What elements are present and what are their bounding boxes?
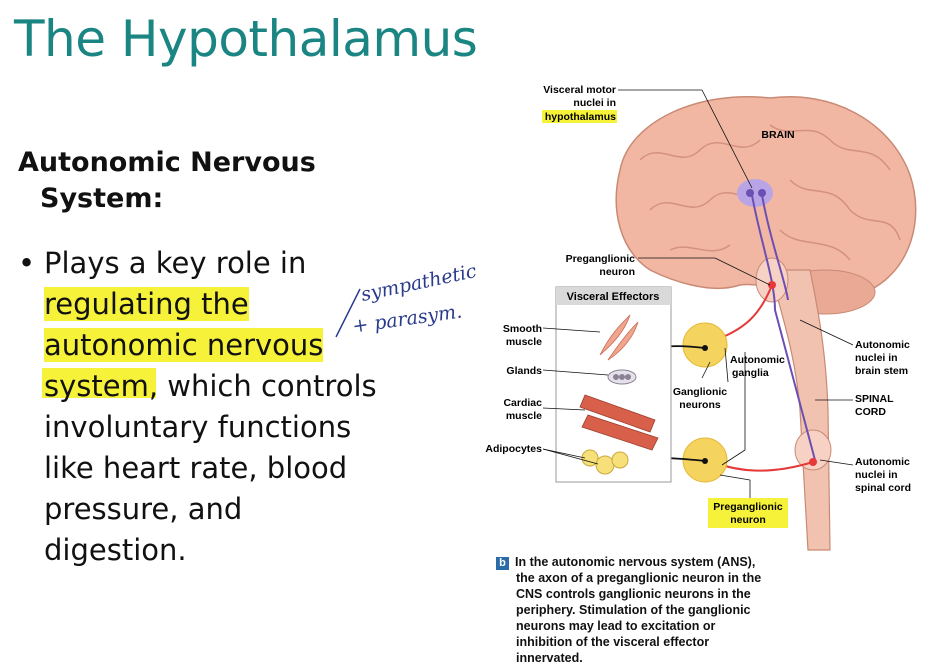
caption-line: CNS controls ganglionic neurons in the [516, 587, 751, 601]
label-autonomic-ganglia-2: ganglia [732, 367, 769, 379]
bullet-line: regulating the [44, 287, 249, 321]
bullet-point: • Plays a key role in regulating the aut… [18, 243, 438, 571]
caption-line: periphery. Stimulation of the ganglionic [516, 603, 751, 617]
label-smooth-1: Smooth [503, 323, 542, 335]
label-ganglionic-1: Ganglionic [673, 386, 727, 398]
section-heading: Autonomic Nervous System: [18, 145, 378, 217]
ans-diagram: Visceral Effectors Visceral motor nuclei… [485, 84, 917, 551]
heading-line-2: System: [40, 183, 164, 214]
slide-title: The Hypothalamus [14, 10, 478, 68]
bullet-line: system, which controls [44, 369, 377, 403]
caption-line: innervated. [516, 651, 583, 665]
label-spinal-nuclei-3: spinal cord [855, 482, 911, 494]
label-glands: Glands [506, 365, 542, 377]
label-visceral-motor-1: Visceral motor [543, 84, 616, 96]
label-ganglionic-2: neurons [679, 399, 721, 411]
label-preganglionic-bottom-2: neuron [730, 514, 766, 526]
bullet-icon: • [18, 246, 36, 280]
label-spinal-nuclei-1: Autonomic [855, 456, 910, 468]
label-smooth-2: muscle [506, 336, 542, 348]
caption-line: neurons may lead to excitation or [516, 619, 716, 633]
label-preganglionic-bottom-1: Preganglionic [713, 501, 783, 513]
caption-line: the axon of a preganglionic neuron in th… [516, 571, 762, 585]
label-cardiac-1: Cardiac [503, 397, 542, 409]
label-brainstem-3: brain stem [855, 365, 908, 377]
spinal-cord-illustration [769, 269, 831, 551]
label-spinal-nuclei-2: nuclei in [855, 469, 898, 481]
label-cardiac-2: muscle [506, 410, 542, 422]
label-visceral-motor-3: hypothalamus [545, 111, 616, 123]
visceral-effectors-label: Visceral Effectors [567, 291, 660, 303]
bullet-line: involuntary functions [44, 410, 352, 444]
label-preganglionic-top-2: neuron [599, 266, 635, 278]
caption-line: inhibition of the visceral effector [516, 635, 710, 649]
annotation-slash-icon [335, 288, 361, 338]
caption-badge: b [496, 557, 509, 570]
label-autonomic-ganglia-1: Autonomic [730, 354, 785, 366]
label-preganglionic-top-1: Preganglionic [566, 253, 636, 265]
label-spinal-2: CORD [855, 406, 886, 418]
heading-line-1: Autonomic Nervous [18, 147, 316, 178]
label-brainstem-2: nuclei in [855, 352, 898, 364]
label-brain: BRAIN [761, 129, 794, 141]
label-brainstem-1: Autonomic [855, 339, 910, 351]
label-spinal-1: SPINAL [855, 393, 894, 405]
bullet-line: pressure, and [44, 492, 243, 526]
bullet-line: autonomic nervous [44, 328, 324, 362]
bullet-line: like heart rate, blood [44, 451, 348, 485]
bullet-line: Plays a key role in [44, 246, 307, 280]
caption-line: In the autonomic nervous system (ANS), [515, 555, 756, 569]
label-visceral-motor-2: nuclei in [573, 97, 616, 109]
bullet-line: digestion. [44, 533, 187, 567]
label-adipocytes: Adipocytes [485, 443, 542, 455]
visceral-effectors-box [555, 286, 672, 483]
